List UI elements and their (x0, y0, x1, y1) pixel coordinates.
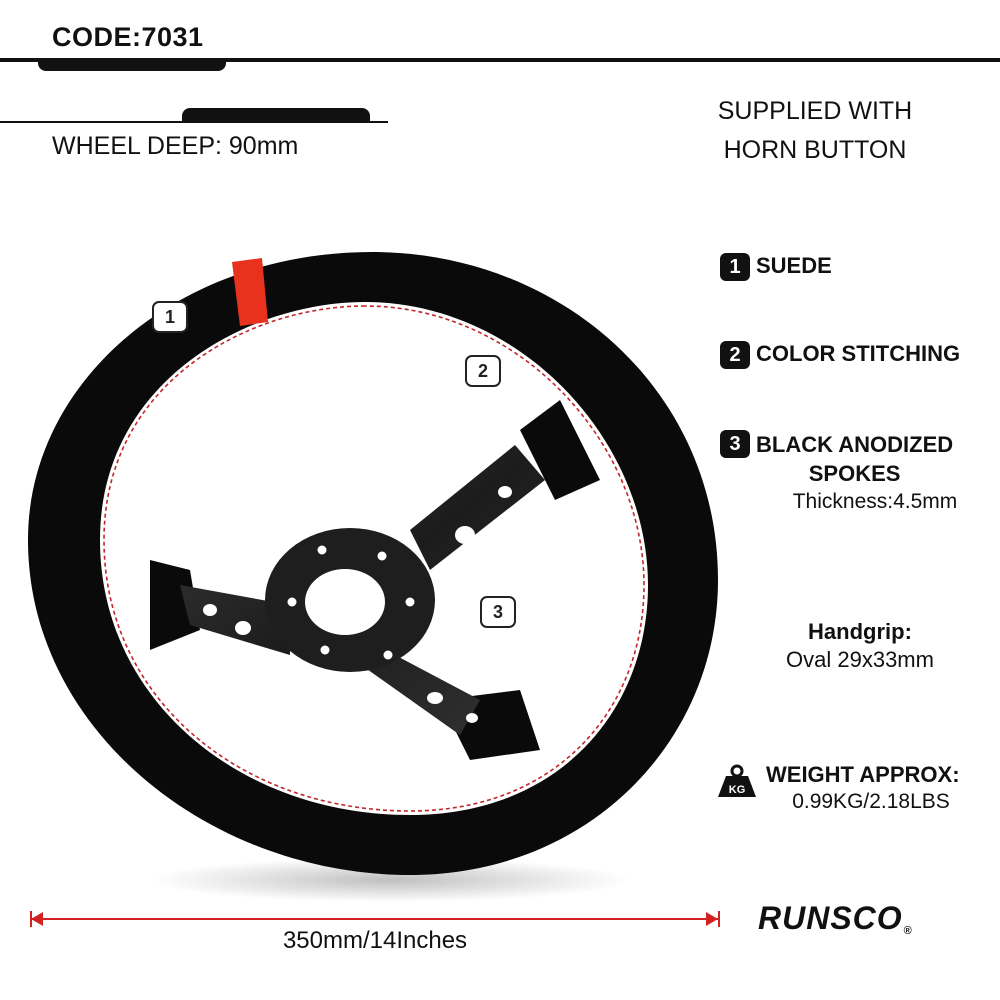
wheel-deep-spec: WHEEL DEEP: 90mm (52, 132, 299, 160)
steering-wheel-image (28, 252, 718, 902)
rim-spoke-pad-left (150, 560, 200, 650)
handgrip-value: Oval 29x33mm (786, 647, 934, 672)
callout-spokes: 3 (480, 596, 516, 628)
weight-icon: KG (718, 764, 756, 797)
registered-mark: ® (903, 925, 913, 937)
feature-label: SUEDE (756, 253, 832, 278)
weight-title: WEIGHT APPROX: (766, 762, 960, 787)
rim-spoke-pad-right (520, 400, 600, 500)
spoke-lightening-holes (203, 486, 512, 723)
dimension-cap-right (718, 911, 720, 927)
section-divider (0, 121, 388, 123)
feature-stitching: 2 COLOR STITCHING (720, 341, 960, 369)
dimension-line (30, 918, 720, 920)
header-divider (0, 58, 1000, 62)
feature-suede: 1 SUEDE (720, 253, 832, 281)
hub-center-hole (305, 569, 385, 635)
thickness-spec: Thickness:4.5mm (792, 490, 958, 513)
feature-label-line-2: SPOKES (808, 461, 901, 486)
callout-stitching: 2 (465, 355, 501, 387)
header-tab (38, 58, 226, 71)
supplied-line-1: SUPPLIED WITH (717, 97, 913, 125)
brand-name: RUNSCO (758, 900, 903, 936)
black-anodized-spokes (180, 445, 545, 735)
diameter-label: 350mm/14Inches (282, 927, 468, 954)
svg-text:KG: KG (729, 784, 746, 796)
feature-label-line-1: BLACK ANODIZED (756, 432, 954, 457)
hub-bolt-holes (287, 545, 415, 660)
feature-number-badge: 1 (720, 253, 750, 281)
supplied-line-2: HORN BUTTON (723, 136, 907, 164)
weight-value: 0.99KG/2.18LBS (792, 790, 950, 813)
top-center-stripe (232, 258, 268, 326)
handgrip-title: Handgrip: (808, 619, 912, 644)
brand-logo: RUNSCO® (758, 900, 913, 937)
arrow-right-icon (706, 912, 718, 926)
arrow-left-icon (31, 912, 43, 926)
wheel-shadow (150, 858, 630, 902)
callout-suede: 1 (152, 301, 188, 333)
feature-number-badge: 3 (720, 430, 750, 458)
supplied-with-note: SUPPLIED WITH HORN BUTTON (700, 92, 930, 170)
feature-spokes: 3 BLACK ANODIZED SPOKES (720, 430, 953, 488)
feature-number-badge: 2 (720, 341, 750, 369)
product-code: CODE:7031 (52, 22, 204, 52)
feature-label: COLOR STITCHING (756, 341, 961, 366)
section-tab (182, 108, 370, 122)
